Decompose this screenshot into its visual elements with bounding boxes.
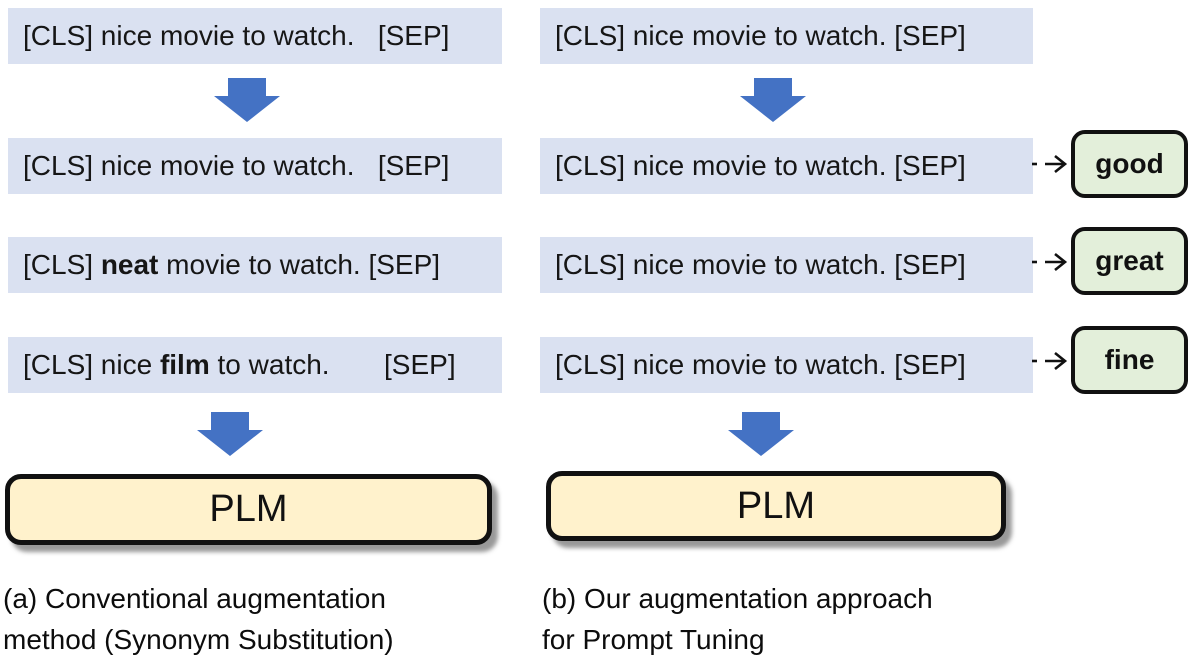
label-box-good: good (1071, 130, 1188, 198)
label-text: good (1095, 148, 1164, 179)
sentence-bold-word: neat (100, 249, 159, 280)
arrow-down-icon (214, 78, 280, 122)
label-box-fine: fine (1071, 326, 1188, 394)
caption-line: method (Synonym Substitution) (3, 624, 394, 655)
panel-a-augmented-sentence-3: [CLS] nice film to watch. [SEP] (8, 337, 502, 393)
label-text: great (1095, 245, 1164, 276)
panel-a-caption: (a) Conventional augmentation method (Sy… (3, 578, 394, 660)
sentence-text: movie to watch. [SEP] (158, 249, 441, 280)
panel-b-augmented-sentence-1: [CLS] nice movie to watch. [SEP] (540, 138, 1033, 194)
dashed-arrow-right-icon (1032, 154, 1068, 174)
panel-b-plm-box: PLM (546, 471, 1006, 541)
arrow-down-icon (740, 78, 806, 122)
sentence-text: [CLS] nice (23, 349, 160, 380)
label-box-great: great (1071, 227, 1188, 295)
arrow-down-icon (728, 412, 794, 456)
caption-line: for Prompt Tuning (542, 624, 765, 655)
panel-a-input-sentence: [CLS] nice movie to watch. [SEP] (8, 8, 502, 64)
panel-b-caption: (b) Our augmentation approach for Prompt… (542, 578, 933, 660)
sentence-text: [CLS] (23, 249, 101, 280)
caption-line: (b) Our augmentation approach (542, 583, 933, 614)
dashed-arrow-right-icon (1032, 351, 1068, 371)
label-text: fine (1104, 344, 1155, 375)
sentence-text: [CLS] nice movie to watch. [SEP] (555, 249, 966, 280)
sentence-text: [CLS] nice movie to watch. [SEP] (23, 20, 450, 51)
panel-a-plm-box: PLM (5, 474, 492, 545)
plm-label: PLM (736, 484, 816, 527)
arrow-down-icon (197, 412, 263, 456)
plm-label: PLM (209, 488, 288, 530)
sentence-bold-word: film (159, 349, 210, 380)
dashed-arrow-right-icon (1032, 252, 1068, 272)
caption-line: (a) Conventional augmentation (3, 583, 386, 614)
panel-b-input-sentence: [CLS] nice movie to watch. [SEP] (540, 8, 1033, 64)
sentence-text: [CLS] nice movie to watch. [SEP] (555, 349, 966, 380)
panel-a-augmented-sentence-2: [CLS] neat movie to watch. [SEP] (8, 237, 502, 293)
panel-b-augmented-sentence-3: [CLS] nice movie to watch. [SEP] (540, 337, 1033, 393)
sentence-text: [CLS] nice movie to watch. [SEP] (555, 20, 966, 51)
panel-a-augmented-sentence-1: [CLS] nice movie to watch. [SEP] (8, 138, 502, 194)
sentence-text: to watch. [SEP] (209, 349, 456, 380)
sentence-text: [CLS] nice movie to watch. [SEP] (23, 150, 450, 181)
panel-b-augmented-sentence-2: [CLS] nice movie to watch. [SEP] (540, 237, 1033, 293)
sentence-text: [CLS] nice movie to watch. [SEP] (555, 150, 966, 181)
